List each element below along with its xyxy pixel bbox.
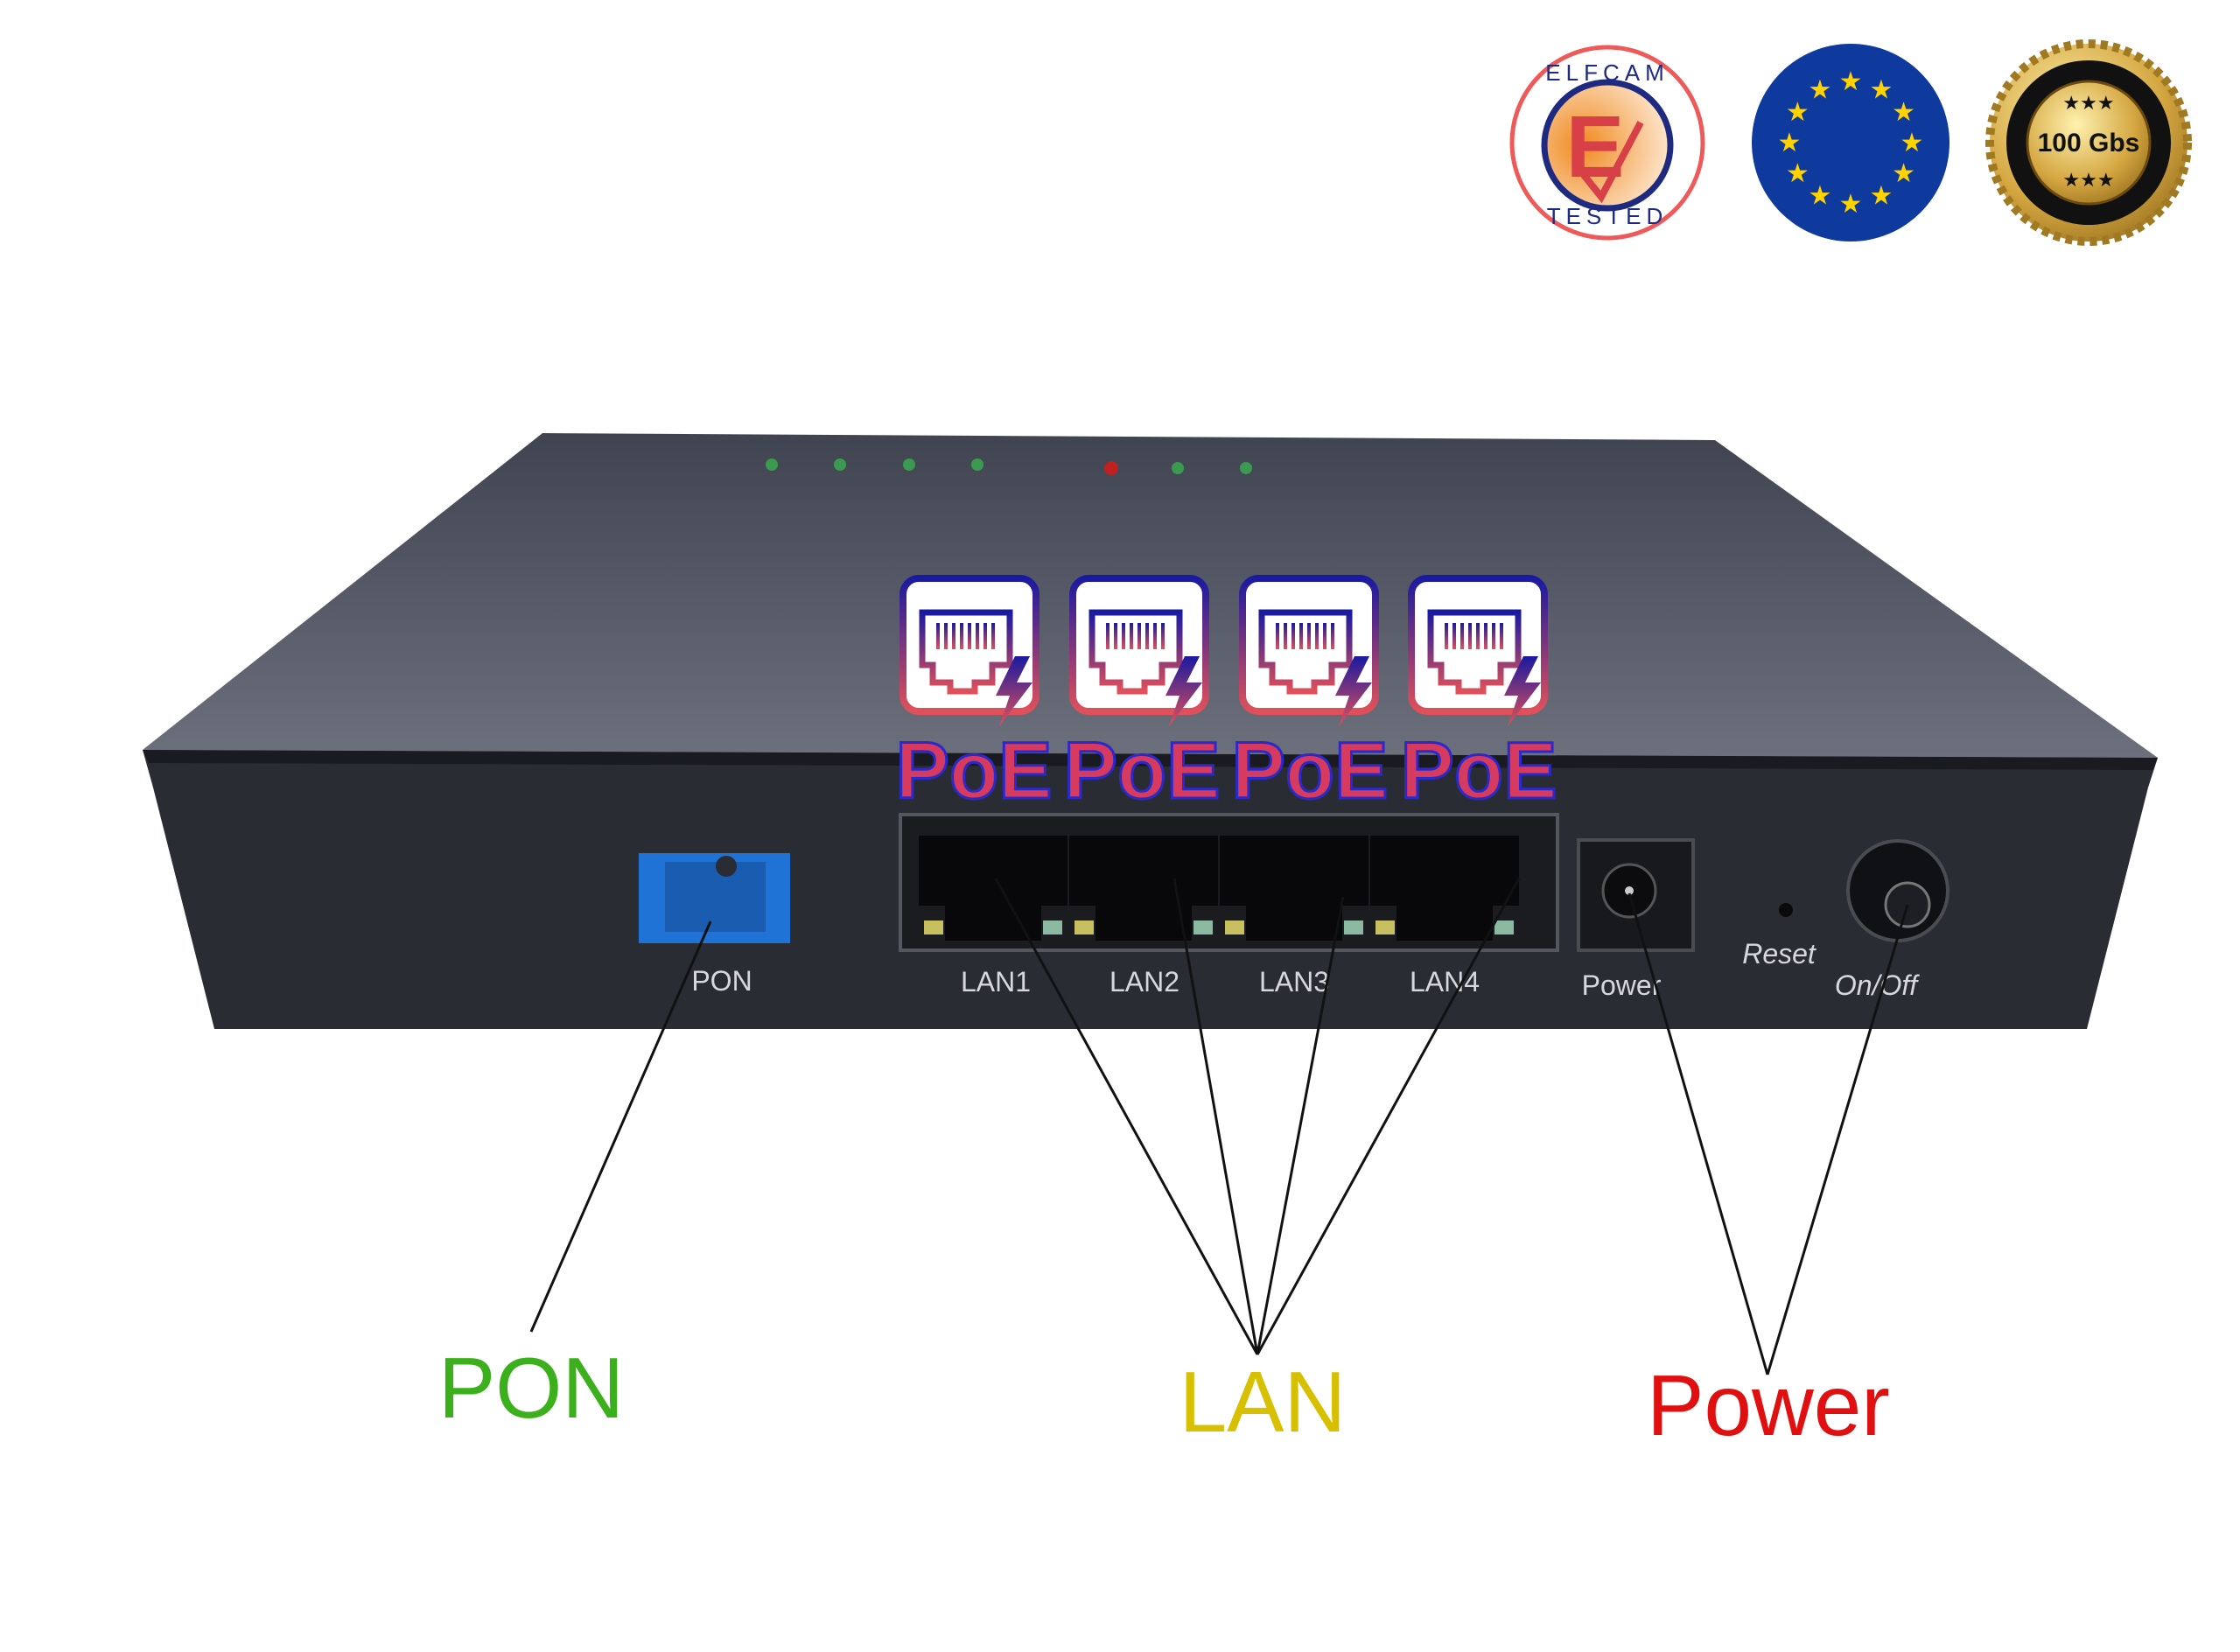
callout-lines <box>529 878 1909 1376</box>
lightning-icon <box>1504 656 1541 726</box>
eu-flag-badge: ★★★★★★★★★★★★ <box>1752 44 1950 242</box>
activity-led <box>1194 920 1213 934</box>
checkmark-icon <box>1580 121 1644 204</box>
star-icon: ★ <box>1786 159 1810 188</box>
power-callout: Power <box>1647 1357 1890 1453</box>
lan3-port-label: LAN3 <box>1259 966 1329 998</box>
link-led <box>1376 920 1395 934</box>
poe-ethernet-icon <box>900 575 1040 726</box>
star-icon: ★ <box>1892 98 1915 127</box>
speed-seal-badge: ★★★ 100 Gbs ★★★ <box>1985 39 2192 246</box>
activity-led <box>1344 920 1363 934</box>
status-leds <box>766 458 1252 475</box>
power-port-label: Power <box>1582 970 1662 1001</box>
elfcam-label: ELFCAM <box>1545 60 1669 86</box>
poe-label-1: PoE <box>896 726 1053 816</box>
star-icon: ★ <box>1809 182 1832 211</box>
poe-ethernet-icon <box>1408 575 1548 726</box>
poe-label-2: PoE <box>1064 726 1221 816</box>
on-off-switch <box>1846 839 1950 942</box>
star-icon: ★ <box>1900 129 1924 158</box>
reset-hole <box>1779 903 1793 917</box>
lan-port-2 <box>1069 836 1218 941</box>
link-led <box>924 920 943 934</box>
seal-stars-top: ★★★ <box>2062 92 2114 114</box>
star-icon: ★ <box>1839 67 1863 96</box>
seal-stars-bottom: ★★★ <box>2062 169 2114 191</box>
lan-port-3 <box>1220 836 1368 941</box>
activity-led <box>1043 920 1062 934</box>
link-led <box>1074 920 1094 934</box>
star-icon: ★ <box>1870 182 1894 211</box>
star-icon: ★ <box>1778 129 1802 158</box>
pon-callout: PON <box>438 1340 624 1436</box>
poe-label-3: PoE <box>1232 726 1389 816</box>
lan-ports <box>899 813 1559 952</box>
lightning-icon <box>1335 656 1372 726</box>
lan1-port-label: LAN1 <box>961 966 1031 998</box>
lan-port-1 <box>919 836 1068 941</box>
activity-led <box>1494 920 1514 934</box>
star-icon: ★ <box>1809 75 1832 104</box>
link-led <box>1225 920 1244 934</box>
star-icon: ★ <box>1786 98 1810 127</box>
star-icon: ★ <box>1839 190 1863 219</box>
lan2-port-label: LAN2 <box>1110 966 1180 998</box>
lightning-icon <box>1166 656 1202 726</box>
pon-port-label: PON <box>691 965 752 997</box>
elfcam-tested-badge: ELFCAM TESTED E <box>1509 45 1705 241</box>
reset-label: Reset <box>1742 938 1816 970</box>
poe-ethernet-icon <box>1069 575 1209 726</box>
power-jack <box>1577 838 1695 952</box>
lan-port-4 <box>1370 836 1519 941</box>
poe-icons <box>900 575 1548 726</box>
speed-seal-text: 100 Gbs <box>2038 129 2140 158</box>
eu-stars: ★★★★★★★★★★★★ <box>1778 67 1924 219</box>
star-icon: ★ <box>1870 75 1894 104</box>
lan-callout: LAN <box>1180 1354 1347 1450</box>
elfcam-e-logo: E <box>1566 98 1625 196</box>
star-icon: ★ <box>1892 159 1915 188</box>
poe-ethernet-icon <box>1239 575 1379 726</box>
lightning-icon <box>996 656 1032 726</box>
pon-port <box>639 853 790 943</box>
on-off-label: On/Off <box>1835 970 1920 1001</box>
poe-label-4: PoE <box>1401 726 1558 816</box>
tested-label: TESTED <box>1547 203 1669 229</box>
